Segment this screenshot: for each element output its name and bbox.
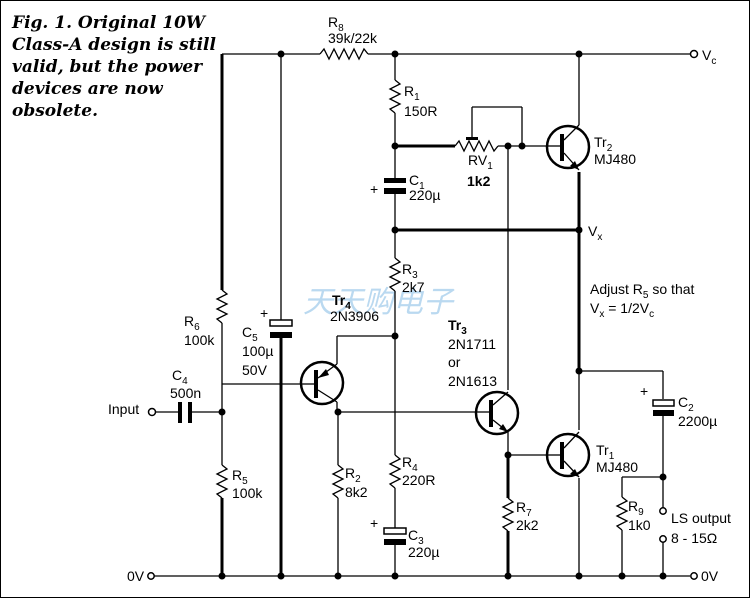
r2-value: 8k2 (345, 484, 368, 500)
ov-right-label: 0V (701, 568, 719, 584)
resistor-r8 (319, 47, 369, 61)
c4-value: 500n (170, 385, 201, 401)
rv1-ref: RV1 (468, 152, 493, 172)
c3-value: 220µ (408, 544, 439, 560)
r1-ref: R1 (404, 83, 420, 103)
transistor-tr1 (545, 431, 591, 478)
svg-text:+: + (640, 383, 648, 399)
r5-value: 100k (232, 485, 263, 501)
tr3-alt-part: 2N1613 (448, 373, 497, 389)
capacitor-c4 (156, 402, 222, 423)
r6-value: 100k (184, 332, 215, 348)
c5-ref: C5 (242, 324, 258, 344)
output-column (575, 54, 583, 580)
resistor-r9 (615, 476, 663, 580)
input-label: Input (108, 401, 139, 417)
input-terminal[interactable] (147, 407, 157, 417)
center-column: + + (370, 54, 407, 580)
vc-label: Vc (702, 47, 716, 67)
ls-impedance-label: 8 - 15Ω (671, 530, 717, 546)
svg-text:+: + (370, 181, 378, 197)
capacitor-c5: + (260, 54, 293, 580)
vc-rail (222, 50, 690, 58)
tr2-ref: Tr2 (594, 134, 613, 154)
r7-value: 2k2 (516, 517, 539, 533)
r1-value: 150R (404, 103, 437, 119)
vc-terminal[interactable] (689, 49, 699, 59)
c2-value: 2200µ (678, 413, 717, 429)
r4-value: 220R (402, 472, 435, 488)
c5-voltage: 50V (242, 362, 268, 378)
tr4-ref: Tr4 (332, 292, 351, 312)
tr4-part: 2N3906 (330, 308, 379, 324)
r2-ref: R2 (345, 465, 361, 485)
tr1-part: MJ480 (596, 459, 638, 475)
tr3-part: 2N1711 (448, 336, 496, 352)
vx-label: Vx (588, 223, 602, 243)
r6-ref: R6 (184, 313, 200, 333)
tr2-part: MJ480 (594, 151, 636, 167)
c1-ref: C1 (409, 172, 425, 192)
ls-output-terminal-neg[interactable] (659, 535, 667, 543)
vx-rail (395, 226, 583, 234)
svg-text:+: + (370, 515, 378, 531)
transistor-tr3 (474, 390, 548, 580)
watermark: 天天购电子 (303, 285, 455, 320)
c4-ref: C4 (172, 367, 188, 387)
tr3-alt-word: or (448, 354, 461, 370)
r3-ref: R3 (402, 261, 418, 281)
c3-ref: C3 (408, 527, 424, 547)
r4-ref: R4 (402, 454, 418, 474)
capacitor-c2: + (579, 370, 675, 481)
svg-text:+: + (260, 305, 268, 321)
c1-value: 220µ (409, 187, 440, 203)
r3-value: 2k7 (402, 279, 425, 295)
r5-ref: R5 (232, 467, 248, 487)
r9-value: 1k0 (628, 517, 651, 533)
ls-output-terminal-pos[interactable] (659, 507, 667, 515)
tr3-ref: Tr3 (448, 317, 467, 337)
r7-ref: R7 (516, 499, 532, 519)
tr1-ref: Tr1 (596, 442, 615, 462)
transistor-tr2 (545, 124, 591, 171)
c2-ref: C2 (678, 394, 694, 414)
transistor-tr4 (299, 335, 395, 412)
figure-caption: Fig. 1. Original 10W Class-A design is s… (12, 13, 216, 121)
ov-right-terminal[interactable] (690, 572, 698, 580)
r6-branch (215, 54, 229, 580)
potentiometer-rv1 (395, 106, 548, 153)
ov-left-terminal[interactable] (147, 572, 155, 580)
r9-ref: R9 (628, 498, 644, 518)
adjust-note-line2: Vx = 1/2Vc (590, 300, 654, 320)
rv1-value: 1k2 (467, 173, 491, 189)
ov-left-label: 0V (127, 568, 145, 584)
ls-output-label: LS output (671, 510, 731, 526)
r8-value: 39k/22k (328, 30, 378, 46)
c5-value: 100µ (242, 343, 273, 359)
r8-ref: R8 (328, 14, 344, 34)
adjust-note-line1: Adjust R5 so that (590, 281, 695, 301)
